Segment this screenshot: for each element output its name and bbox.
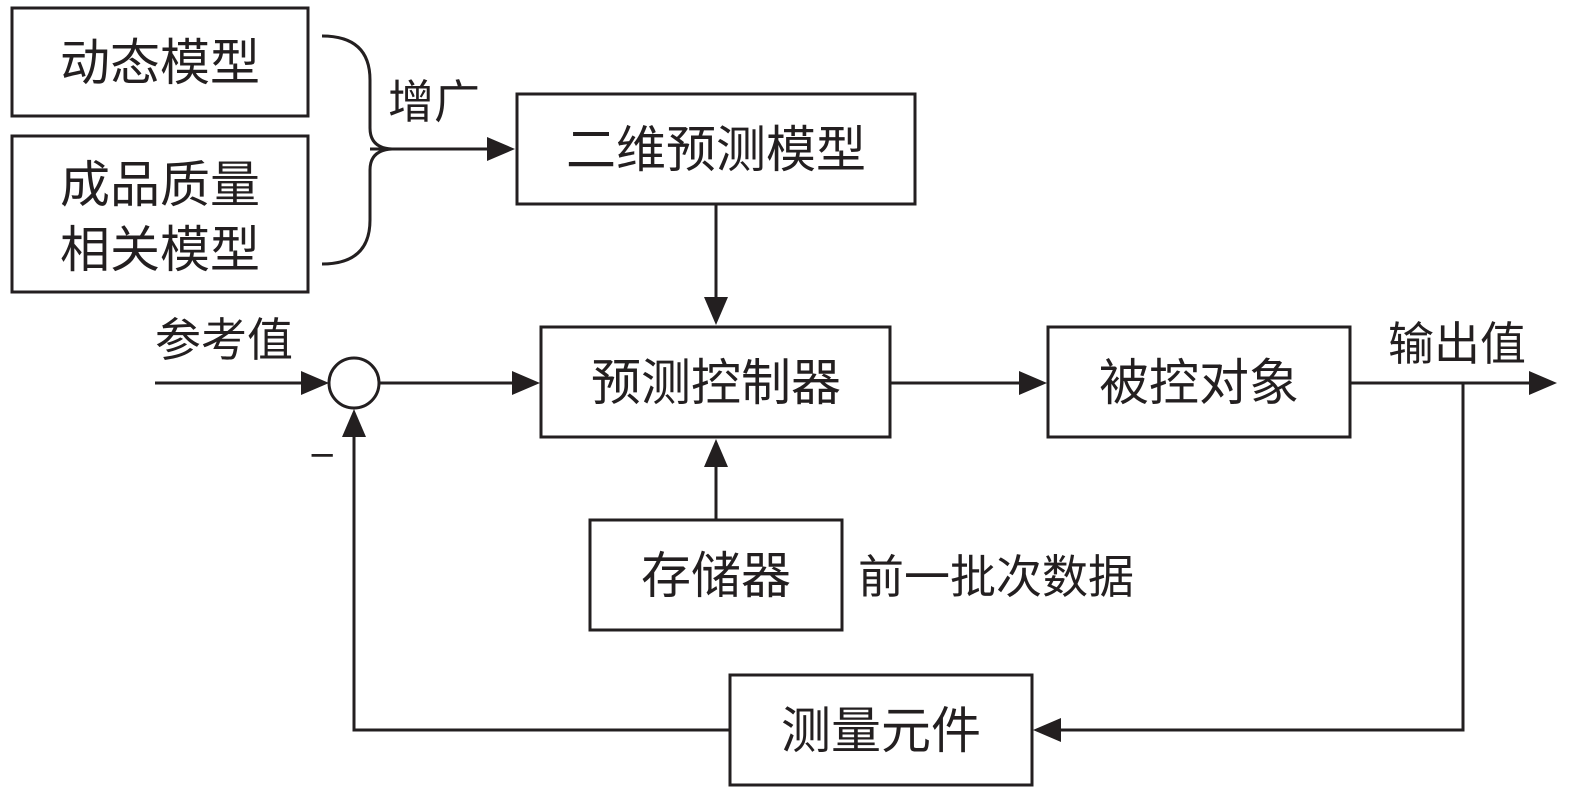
controlled-object-text: 被控对象	[1099, 354, 1299, 412]
measurement-element-block	[728, 673, 1034, 787]
measurement-element-text: 测量元件	[781, 702, 981, 760]
augment-arrowhead	[487, 137, 515, 161]
feedback-output-connector	[1054, 383, 1465, 732]
memory-to-controller-arrowhead	[704, 439, 728, 467]
memory-text: 存储器	[641, 547, 791, 605]
output-arrowhead	[1529, 371, 1557, 395]
output-label: 输出值	[1388, 317, 1526, 371]
minus-sign-label: −	[308, 435, 337, 475]
dynamic-model-text: 动态模型	[60, 34, 260, 92]
dynamic-model-block	[10, 6, 310, 118]
error-arrowhead	[512, 371, 540, 395]
previous-batch-data-label: 前一批次数据	[858, 550, 1134, 604]
quality-model-text-line1: 成品质量	[60, 156, 260, 214]
reference-input-arrowhead	[301, 371, 329, 395]
quality-model-block	[10, 134, 310, 294]
augment-label: 增广	[388, 75, 480, 129]
feedback-return-arrowhead	[342, 409, 366, 437]
prediction-model-2d-block	[515, 92, 917, 206]
feedback-output-arrowhead	[1033, 718, 1061, 742]
quality-model-text-line2: 相关模型	[60, 221, 260, 279]
controlled-object-block	[1046, 325, 1352, 439]
model-to-controller-arrowhead	[704, 297, 728, 325]
summing-junction	[327, 356, 381, 410]
prediction-model-2d-text: 二维预测模型	[566, 121, 866, 179]
control-signal-arrowhead	[1019, 371, 1047, 395]
reference-label: 参考值	[155, 313, 293, 367]
predictive-controller-text: 预测控制器	[591, 354, 841, 412]
feedback-return-connector	[352, 429, 730, 732]
memory-block	[588, 518, 844, 632]
